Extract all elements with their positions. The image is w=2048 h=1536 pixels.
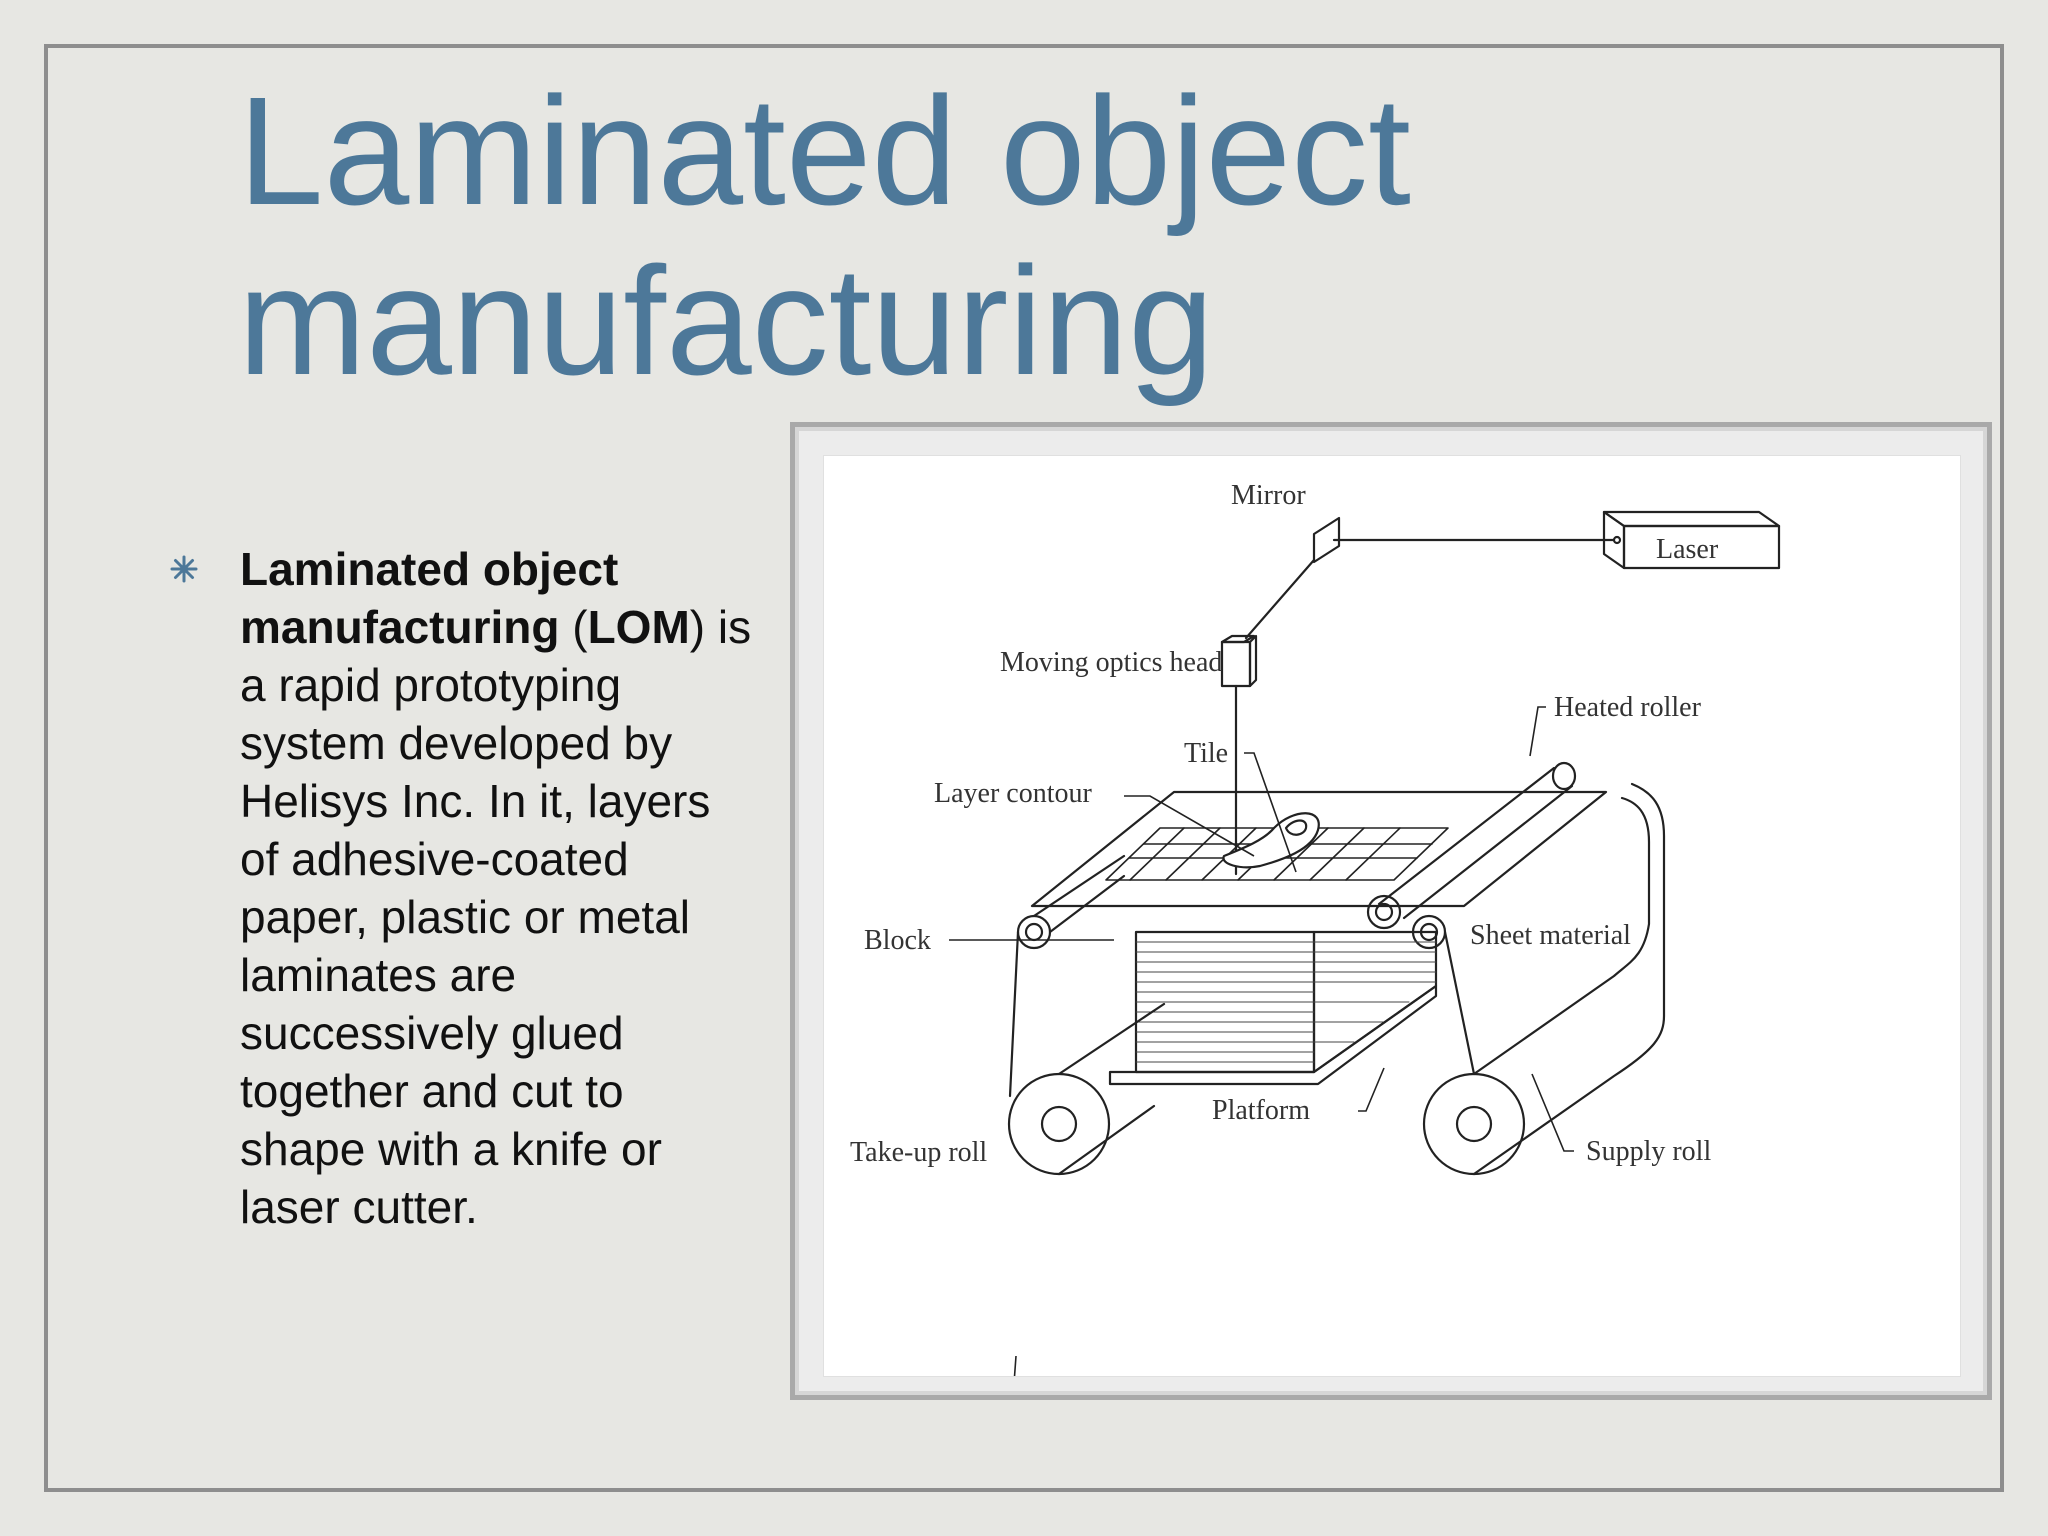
- paren-close: ): [689, 601, 706, 653]
- slide-title: Laminated object manufacturing: [238, 66, 1411, 406]
- slide-border: [44, 44, 2004, 1492]
- layer-contour-inner: [1284, 819, 1308, 836]
- lom-diagram-svg: Mirror Laser Moving optics head Heated r…: [850, 480, 1781, 1376]
- bold-abbreviation: LOM: [587, 601, 690, 653]
- optics-head-box: [1220, 634, 1258, 688]
- label-mirror: Mirror: [1231, 480, 1306, 511]
- lom-diagram-frame: Mirror Laser Moving optics head Heated r…: [790, 422, 1992, 1400]
- supply-roll: [1422, 782, 1666, 1176]
- label-layer-contour: Layer contour: [934, 778, 1092, 809]
- mirror-shape: [1312, 516, 1341, 564]
- roller-left: [1016, 914, 1052, 950]
- asterisk-bullet-icon: [170, 555, 198, 583]
- title-line-1: Laminated object: [238, 65, 1411, 237]
- roller-right-front: [1366, 894, 1402, 930]
- take-up-roll: [1007, 930, 1166, 1176]
- label-heated-roller: Heated roller: [1554, 692, 1702, 723]
- label-tile: Tile: [1184, 738, 1228, 769]
- label-platform: Platform: [1212, 1095, 1310, 1126]
- platform: [1108, 984, 1438, 1086]
- bullet-text: Laminated object manufacturing (LOM) is …: [240, 540, 760, 1236]
- sheet-plane: [1030, 790, 1608, 908]
- title-line-2: manufacturing: [238, 235, 1214, 407]
- label-take-up-roll: Take-up roll: [850, 1137, 987, 1168]
- paren-open: (: [559, 601, 588, 653]
- label-moving-optics-head: Moving optics head: [1000, 647, 1222, 678]
- lom-diagram: Mirror Laser Moving optics head Heated r…: [823, 455, 1961, 1377]
- label-supply-roll: Supply roll: [1586, 1136, 1711, 1167]
- mirror-beam: [1244, 558, 1316, 640]
- leader-lines: [949, 706, 1574, 1376]
- block-layers: [1135, 941, 1437, 1063]
- bold-term: Laminated object manufacturing: [240, 543, 619, 653]
- label-laser: Laser: [1656, 534, 1719, 565]
- heated-roller: [1377, 761, 1577, 920]
- label-sheet-material: Sheet material: [1470, 920, 1631, 951]
- bullet-description: is a rapid prototyping system developed …: [240, 601, 752, 1233]
- label-block: Block: [864, 925, 931, 956]
- layer-contour-shape: [1222, 812, 1320, 869]
